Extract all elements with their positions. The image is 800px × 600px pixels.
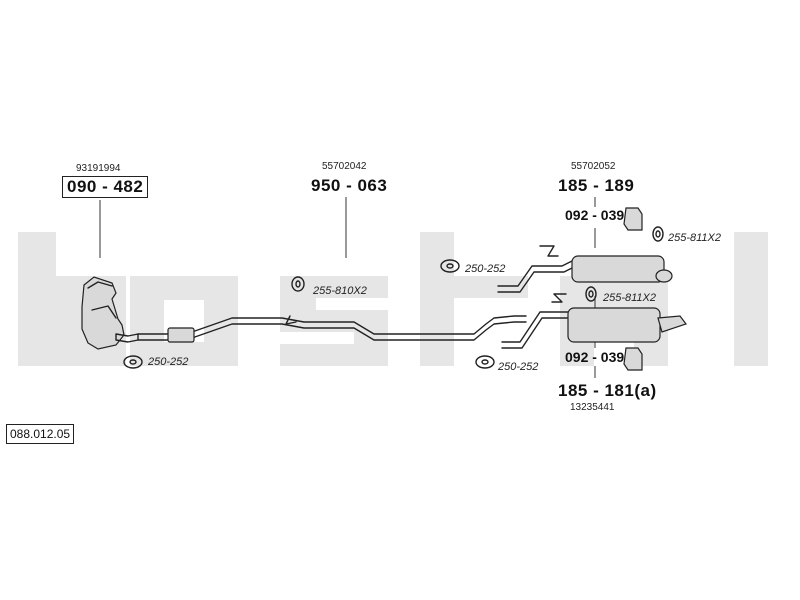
gasket-rear-label[interactable]: 250-252	[498, 361, 539, 373]
rubber-rear-lower-icon	[585, 286, 597, 302]
rear-silencer-lower-oe-number: 13235441	[570, 402, 615, 413]
middle-pipe-part-number[interactable]: 950 - 063	[311, 176, 388, 195]
gasket-cat-icon	[123, 355, 143, 369]
gasket-middle-label[interactable]: 250-252	[465, 263, 506, 275]
rubber-middle-label[interactable]: 255-810X2	[313, 285, 367, 297]
gasket-cat-label[interactable]: 250-252	[148, 356, 189, 368]
rear-silencer-upper-part[interactable]	[497, 245, 673, 293]
mount-lower-part-number[interactable]: 092 - 039	[565, 349, 625, 365]
middle-pipe-oe-number: 55702042	[322, 161, 367, 172]
mount-lower-icon	[623, 347, 643, 371]
rear-silencer-lower-part-number[interactable]: 185 - 181(a)	[558, 381, 657, 400]
rubber-rear-lower-label[interactable]: 255-811X2	[603, 292, 657, 304]
catalyst-oe-number: 93191994	[76, 163, 121, 174]
catalyst-part[interactable]	[81, 276, 139, 350]
rubber-middle-icon	[291, 276, 305, 292]
middle-pipe-part[interactable]	[137, 315, 527, 343]
rear-silencer-lower-part[interactable]	[501, 293, 687, 349]
rubber-rear-upper-icon	[652, 226, 664, 242]
rear-silencer-upper-oe-number: 55702052	[571, 161, 616, 172]
gasket-rear-icon	[475, 355, 495, 369]
rubber-rear-upper-label[interactable]: 255-811X2	[668, 232, 722, 244]
reference-code: 088.012.05	[6, 424, 75, 444]
rear-silencer-upper-part-number[interactable]: 185 - 189	[558, 176, 635, 195]
gasket-middle-icon	[440, 259, 460, 273]
catalyst-part-number[interactable]: 090 - 482	[62, 176, 149, 198]
mount-upper-part-number[interactable]: 092 - 039	[565, 207, 625, 223]
mount-upper-icon	[623, 207, 643, 231]
